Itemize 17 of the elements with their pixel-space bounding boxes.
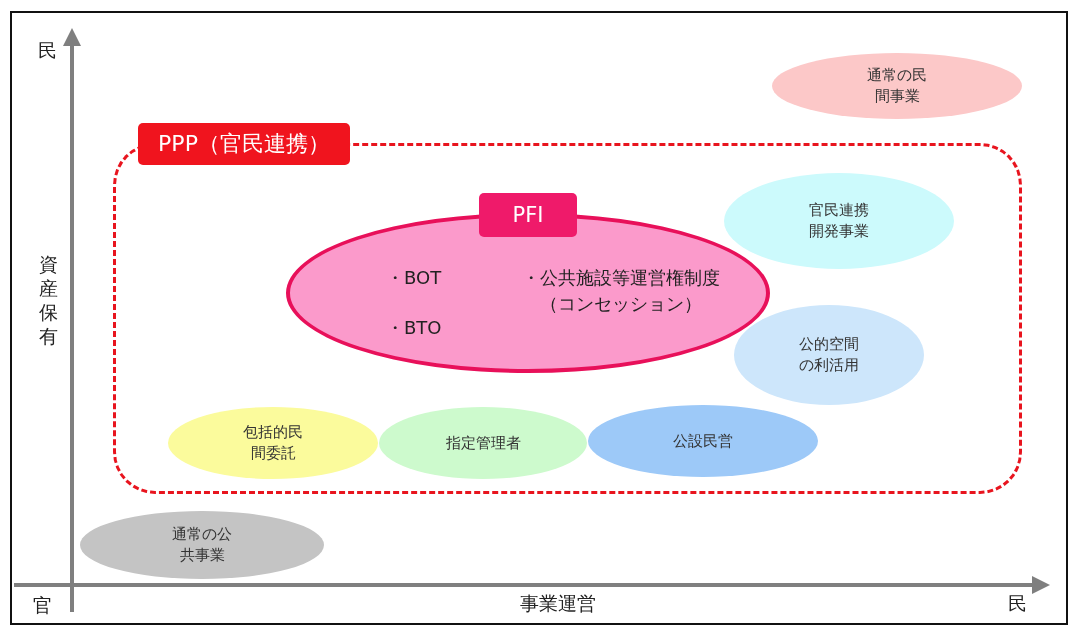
axis-label: 資産保有	[38, 252, 59, 348]
bullet-text: ・BOT	[386, 266, 442, 290]
axis-label: 民	[38, 38, 57, 62]
ellipse-label: 公的空間の利活用	[798, 334, 860, 376]
bullet-text: ・公共施設等運営権制度（コンセッション）	[520, 266, 721, 316]
ellipse-label: 包括的民間委託	[242, 422, 304, 464]
ellipse-label: 指定管理者	[445, 432, 521, 454]
ellipse-tab: PFI	[479, 193, 577, 237]
ellipse-label: 公設民営	[673, 430, 733, 452]
region-tab: PPP（官民連携）	[138, 123, 350, 165]
ellipse-label: 官民連携開発事業	[808, 200, 870, 242]
axis-label: 官	[33, 593, 52, 617]
ellipse-label: 通常の民間事業	[866, 65, 928, 107]
axis-label: 事業運営	[520, 591, 596, 615]
bullet-text: ・BTO	[386, 316, 442, 340]
axis-label: 民	[1008, 591, 1027, 615]
ellipse-label: 通常の公共事業	[171, 524, 233, 566]
